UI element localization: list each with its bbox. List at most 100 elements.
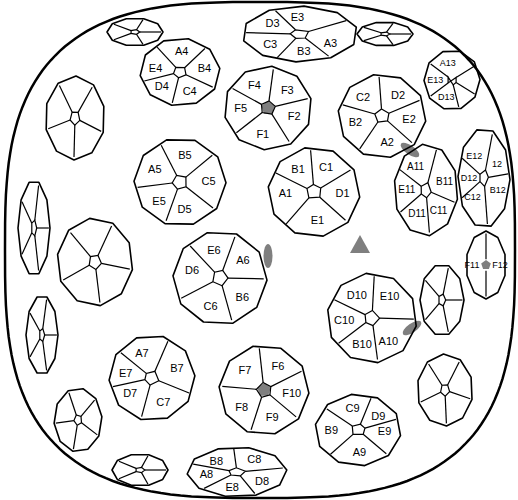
patch-spoke [119,461,136,468]
patch-border [458,130,510,226]
patch-spoke [443,306,448,332]
sector-label: E4 [149,63,162,74]
patch-border [219,346,309,433]
patch-border [134,140,226,224]
sector-label: F11 [465,261,480,270]
patch-center [375,109,389,122]
sector-label: E6 [207,244,220,255]
patch-center [229,468,245,476]
sector-label: F6 [272,360,285,371]
sector-label: E9 [378,426,391,437]
sector-label: A10 [379,335,399,346]
triangle-marker [350,235,370,253]
plain-patch [26,297,58,373]
sector-label: D2 [391,89,405,100]
patch-spoke [78,87,92,112]
sector-label: B2 [349,116,362,127]
patch-center [32,220,37,236]
sector-label: F8 [235,401,248,412]
patch-center [352,424,365,434]
sector-label: B6 [236,291,249,302]
plain-patch [18,182,50,273]
patch-spoke [269,69,273,101]
sector-label: E8 [225,482,238,493]
plain-patch [54,389,102,452]
patch-spoke [37,227,49,228]
patch-spoke [48,120,70,129]
patch-spoke [485,186,488,224]
patch-spoke [446,299,463,300]
sector-label: F9 [266,411,279,422]
sector-label: B12 [490,186,506,195]
pentagon-marker [261,101,274,114]
sector-label: D11 [408,209,426,219]
patch-spoke [80,120,101,131]
sector-label: C6 [203,300,217,311]
patch-spoke [137,20,144,30]
patch-spoke [142,473,149,485]
patch-border [173,233,267,324]
patch-spoke [429,364,442,385]
sector-label: F7 [239,364,252,375]
sector-label: D10 [347,289,367,300]
patch-spoke [379,77,381,109]
patch-border [420,266,464,334]
labeled-patch: B5A5C5E5D5 [134,138,226,226]
patch-center [480,170,488,186]
sector-label: C3 [263,38,277,49]
patch-spoke [172,78,178,103]
patch-spoke [400,170,421,187]
labeled-patch: D3E3C3B3A3 [242,6,358,62]
patch-border [244,6,357,62]
patch-border [54,389,102,452]
unlabeled-patches [18,19,472,486]
plain-patch [58,218,133,305]
patch-spoke [425,280,439,296]
sector-label: E5 [152,195,165,206]
sector-label: A3 [324,38,337,49]
patch-spoke [56,421,74,424]
sector-label: F5 [234,103,247,114]
patch-spoke [428,150,437,183]
patch-spoke [488,174,508,177]
patch-border [187,448,287,497]
plain-patch [357,23,413,46]
sector-label: A6 [236,255,249,266]
patch-spoke [101,263,129,269]
patch-spoke [443,268,448,294]
patch-spoke [114,33,131,39]
sector-label: B4 [198,63,211,74]
labeled-patch: E1212D12C12B12 [458,128,510,228]
labeled-patch: E6A6D6B6C6 [173,231,267,325]
patch-center [145,371,159,385]
patch-spoke [96,269,100,302]
sector-label: C9 [345,403,359,414]
patch-center [448,77,456,85]
patch-center [381,32,390,36]
sector-label: B10 [352,339,372,350]
patch-spoke [222,386,256,389]
labeled-patch: F4F3F5F2F1 [224,66,312,150]
patch-spoke [113,380,145,387]
sector-label: D13 [438,92,455,101]
patch-spoke [462,158,480,174]
sector-label: E10 [380,291,400,302]
patch-border [26,297,58,373]
patch-spoke [390,33,411,34]
sector-label: A11 [407,162,424,172]
patch-spoke [387,36,394,45]
patch-border [225,66,311,150]
patch-spoke [144,74,173,81]
patch-center [89,255,101,269]
patch-spoke [43,300,47,329]
sector-label: E1 [311,214,324,225]
patch-border [357,23,413,46]
sector-label: C10 [334,315,354,326]
patch-border [338,75,425,157]
patch-spoke [445,396,446,423]
patch-spoke [364,27,381,32]
sector-label: C8 [247,454,261,465]
sector-label: B5 [178,150,191,161]
plain-patch [46,76,104,160]
